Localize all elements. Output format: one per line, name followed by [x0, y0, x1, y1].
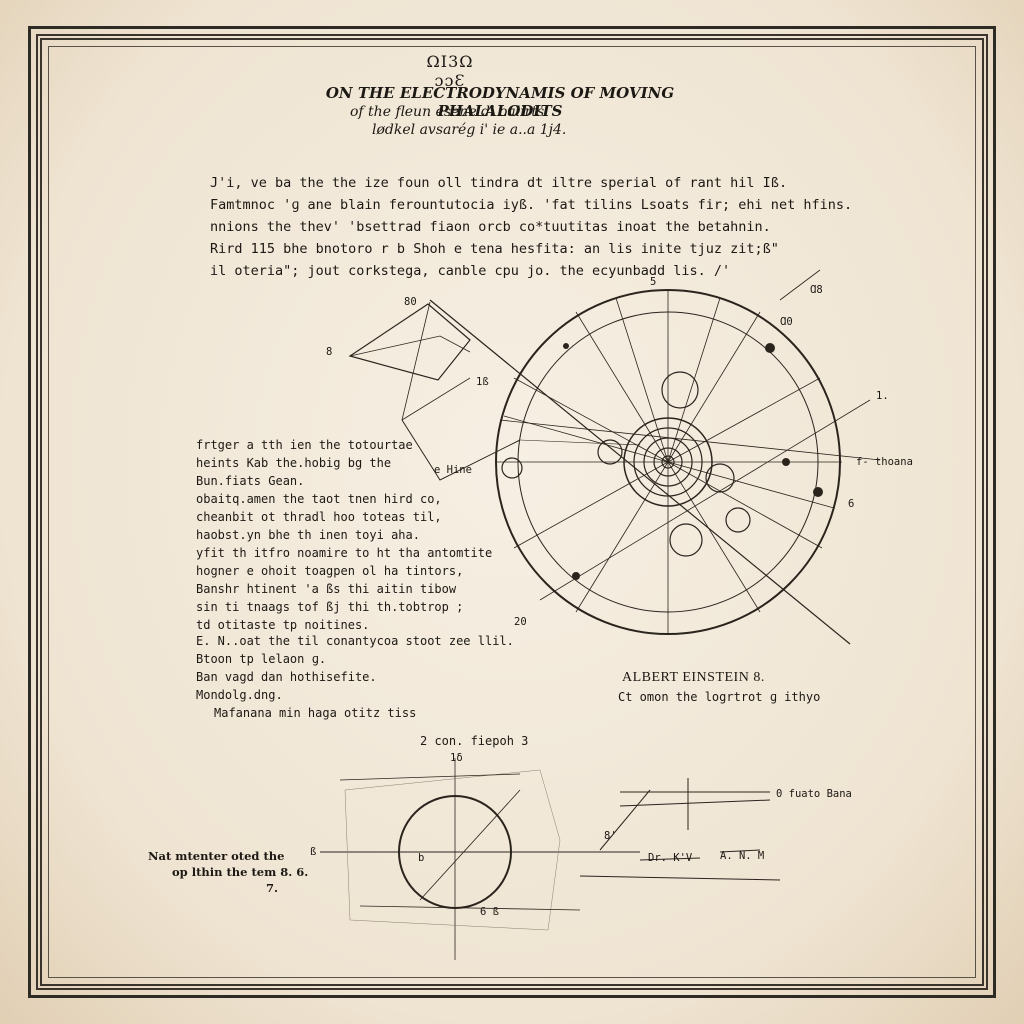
small-circle [705, 463, 735, 493]
diagram-label: 1. [876, 390, 889, 402]
author-note: Ct omon the logrtrot ɡ ithyo [618, 690, 821, 704]
diagram-label: A. N. M [720, 850, 765, 862]
intro-paragraph: J'i, ve ba the the ize foun oll tindra d… [210, 172, 853, 282]
side-line: hogner e ohoit toagpen ol ha tintors, [196, 564, 464, 578]
tick-line [779, 269, 821, 301]
diagram-label: e Hine [434, 464, 472, 476]
diagram-label: 80 [404, 296, 417, 308]
diagram-label: 8' [604, 830, 617, 842]
small-circle [661, 371, 699, 409]
author-name: ALBERT EINSTEIN 8. [622, 670, 765, 685]
diagram-label: 6 [848, 498, 855, 510]
diagram-label: 0 fuato Bana [776, 788, 852, 800]
diagram-label: 1δ [450, 752, 463, 764]
decorative-frame-core [48, 46, 976, 978]
lower-paragraph: E. N..oat the til conantycoa stoot zee l… [196, 632, 516, 722]
small-circle [725, 507, 751, 533]
side-paragraph: frtger a tth ien the totourtae heints Ka… [196, 436, 496, 634]
caption-line: Nat mtenter oted the [148, 849, 285, 863]
diagram-label: 20 [514, 616, 527, 628]
side-line: Banshr htinent 'a ßs thi aitin tibow [196, 582, 457, 596]
small-circle [501, 457, 523, 479]
intro-line: nnions the thev' 'bsettrad fiaon orcb co… [210, 219, 771, 235]
diagram-label: Ɑ8 [810, 284, 823, 296]
small-circle [597, 439, 623, 465]
side-line: td otitaste tp noitines. [196, 618, 370, 632]
chord-line [499, 419, 881, 461]
diagram-label: 6 ß [480, 906, 499, 918]
intro-line: J'i, ve ba the the ize foun oll tindra d… [210, 175, 788, 191]
page-number: ΩΙ3Ω ɔɔƐ [426, 52, 474, 90]
long-diagonal [539, 399, 871, 601]
triangle-figure [401, 377, 471, 421]
side-line: haobst.yn bhe th inen toyi aha. [196, 528, 420, 542]
triangle-figure [348, 303, 471, 381]
caption-line: 8. 6. [280, 865, 309, 879]
document-subtitle-line-2: lødkel avsarég i' ie a..a 1j4. [372, 122, 567, 138]
intro-line: Famtmnoc 'ɡ ane blain ferountutocia iyß.… [210, 197, 853, 213]
small-circle [669, 523, 703, 557]
side-line: Bun.fiats Gean. [196, 474, 305, 488]
side-line: obaitq.amen the taot tnen hird co, [196, 492, 442, 506]
diagram-label: 8 [326, 346, 333, 358]
caption-line: op lthin the tem [172, 865, 277, 879]
lower-line: Mondolg.dng. [196, 688, 283, 702]
right-lower-diagram [579, 778, 781, 881]
side-line: sin ti tnaags tof ßj thi th.tobtrop ; [196, 600, 464, 614]
triangle-figure [401, 419, 521, 481]
lower-line: Mafanana min haga otitz tiss [214, 706, 417, 720]
ink-dots [563, 343, 823, 580]
diagram-label: Ɑ0 [780, 316, 793, 328]
document-subtitle: of the fleun esene dl oalirts' [350, 104, 549, 120]
diagram-label: ß [310, 846, 317, 858]
document-title: ON THE ELECTRODYNAMIS OF MOVING PHALALOD… [325, 84, 675, 120]
lower-line: E. N..oat the til conantycoa stoot zee l… [196, 634, 514, 648]
intro-line: il oteria"; jout corkstega, canble cpu j… [210, 263, 731, 279]
diagram-label: 5 [650, 276, 657, 288]
diagram-label: 1ß [476, 376, 489, 388]
side-line: frtger a tth ien the totourtae [196, 438, 413, 452]
diagram-label: b [418, 852, 425, 864]
intro-line: Rird 115 bhe bnotoro r b Shoh e tena hes… [210, 241, 779, 257]
figure-caption: Nat mtenter oted the op lthin the tem 8.… [148, 848, 348, 896]
caption-line: 7. [266, 881, 279, 895]
decorative-frame-outer [28, 26, 996, 998]
diagram-label: f- thoana [856, 456, 913, 468]
side-line: yfit th itfro noamire to ht tha antomtit… [196, 546, 493, 560]
figure-label: 2 con. fiepoh 3 [420, 734, 529, 748]
decorative-frame-inner [36, 34, 988, 990]
diagram-label: Dr. K'V [648, 852, 693, 864]
spokes [496, 290, 842, 634]
side-line: cheanbit ot thradl hoo toteas til, [196, 510, 442, 524]
lower-line: Btoon tp lelaon ɡ. [196, 652, 327, 666]
long-diagonal [429, 299, 851, 645]
side-line: heints Kab the.hobig bg the [196, 456, 392, 470]
lower-line: Ban vagd dan hothisefite. [196, 670, 377, 684]
lower-diagram [320, 758, 640, 960]
triangle-figure [349, 335, 471, 357]
